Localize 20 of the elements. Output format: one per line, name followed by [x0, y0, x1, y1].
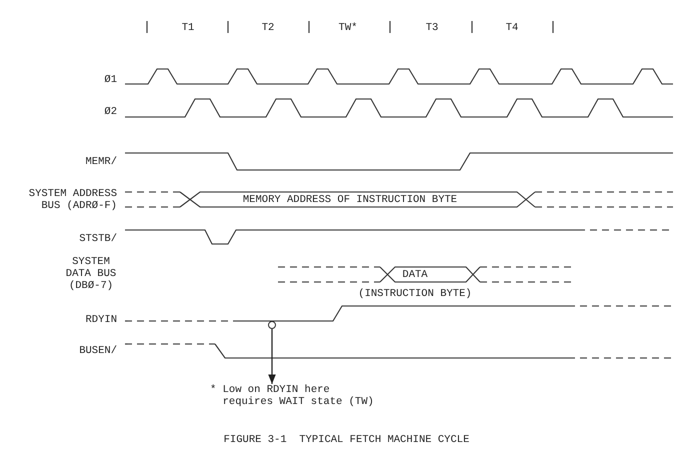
cycle-label: TW*	[338, 22, 358, 34]
bus-label: DATA	[401, 269, 429, 281]
signal-name: Ø1	[103, 74, 117, 86]
signal-name: RDYIN	[84, 314, 117, 326]
signal-name: SYSTEM DATA BUS (DBØ-7)	[64, 256, 118, 292]
cycle-label: T3	[424, 22, 440, 34]
signal-name: MEMR/	[84, 156, 117, 168]
cycle-label: T1	[180, 22, 196, 34]
signal-name: STSTB/	[78, 233, 117, 245]
cycle-label: T4	[504, 22, 520, 34]
figure-caption: FIGURE 3-1 TYPICAL FETCH MACHINE CYCLE	[222, 434, 470, 446]
cycle-label: T2	[260, 22, 276, 34]
signal-name: SYSTEM ADDRESS BUS (ADRØ-F)	[28, 188, 117, 212]
bus-label: MEMORY ADDRESS OF INSTRUCTION BYTE	[242, 194, 458, 206]
note-text: * Low on RDYIN here requires WAIT state (TW)	[210, 384, 374, 408]
signal-name: BUSEN/	[78, 345, 117, 357]
arrow	[268, 329, 276, 384]
bus-label: (INSTRUCTION BYTE)	[357, 288, 473, 300]
signal-name: Ø2	[103, 106, 117, 118]
sample-point-circle	[268, 321, 276, 329]
